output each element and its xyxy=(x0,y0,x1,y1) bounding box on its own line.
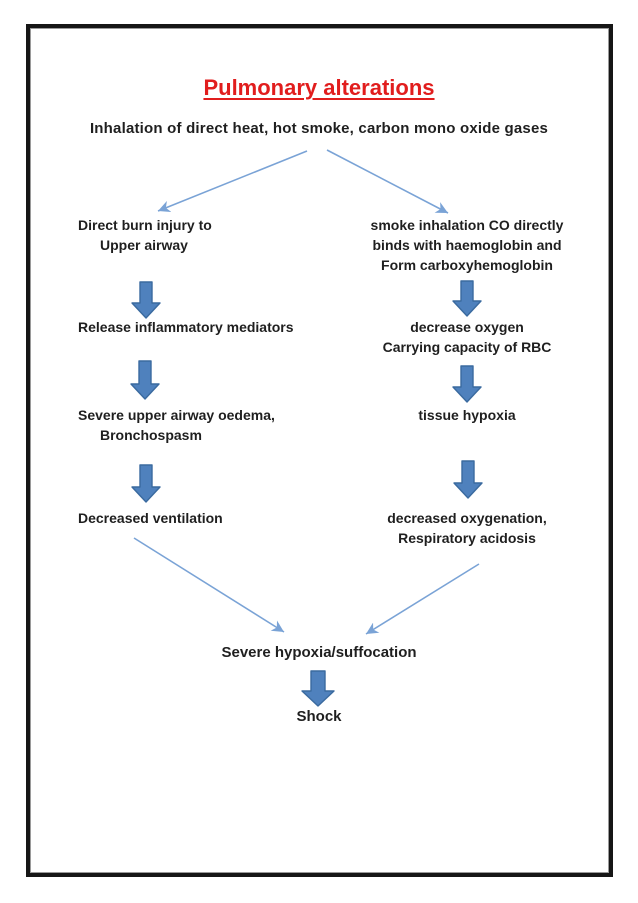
node-decreased-oxygenation: decreased oxygenation, Respiratory acido… xyxy=(346,508,588,548)
down-block-arrow-final-icon xyxy=(301,670,335,707)
node-line: Form carboxyhemoglobin xyxy=(381,257,553,273)
node-line: binds with haemoglobin and xyxy=(372,237,562,253)
node-line: Severe hypoxia/suffocation xyxy=(221,644,417,661)
node-line: decrease oxygen xyxy=(410,319,524,335)
page-title: Pulmonary alterations xyxy=(203,75,435,100)
subtitle-cause: Inhalation of direct heat, hot smoke, ca… xyxy=(89,120,549,137)
down-block-arrow-left-2-icon xyxy=(130,360,160,400)
node-smoke-inhalation: smoke inhalation CO directly binds with … xyxy=(346,215,588,275)
node-line: Respiratory acidosis xyxy=(398,530,536,546)
down-block-arrow-left-3-icon xyxy=(131,464,161,503)
node-line: decreased oxygenation, xyxy=(387,510,547,526)
node-decrease-oxygen: decrease oxygen Carrying capacity of RBC xyxy=(346,317,588,357)
down-block-arrow-left-1-icon xyxy=(131,281,161,319)
node-direct-burn-injury: Direct burn injury to Upper airway xyxy=(78,215,212,255)
node-line: Release inflammatory mediators xyxy=(78,319,294,335)
node-line: Severe upper airway oedema, xyxy=(78,407,275,423)
down-block-arrow-right-1-icon xyxy=(452,280,482,317)
node-release-mediators: Release inflammatory mediators xyxy=(78,317,294,337)
down-block-arrow-right-3-icon xyxy=(453,460,483,499)
node-decreased-ventilation: Decreased ventilation xyxy=(78,508,223,528)
node-airway-oedema: Severe upper airway oedema, Bronchospasm xyxy=(78,405,275,445)
node-line: Shock xyxy=(296,708,342,725)
down-block-arrow-right-2-icon xyxy=(452,365,482,403)
node-severe-hypoxia: Severe hypoxia/suffocation xyxy=(0,643,638,663)
node-shock: Shock xyxy=(0,707,638,727)
merge-arrow-right-icon xyxy=(365,563,480,635)
node-line: Decreased ventilation xyxy=(78,510,223,526)
node-line: Direct burn injury to xyxy=(78,217,212,233)
node-line: smoke inhalation CO directly xyxy=(370,217,564,233)
node-line: Bronchospasm xyxy=(100,427,202,443)
node-line: Carrying capacity of RBC xyxy=(382,339,552,355)
branch-arrow-right-icon xyxy=(326,149,449,214)
node-line: Upper airway xyxy=(100,237,188,253)
node-line: tissue hypoxia xyxy=(418,407,516,423)
branch-arrow-left-icon xyxy=(157,150,308,213)
page-border xyxy=(26,24,613,877)
merge-arrow-left-icon xyxy=(133,537,285,633)
node-tissue-hypoxia: tissue hypoxia xyxy=(346,405,588,425)
